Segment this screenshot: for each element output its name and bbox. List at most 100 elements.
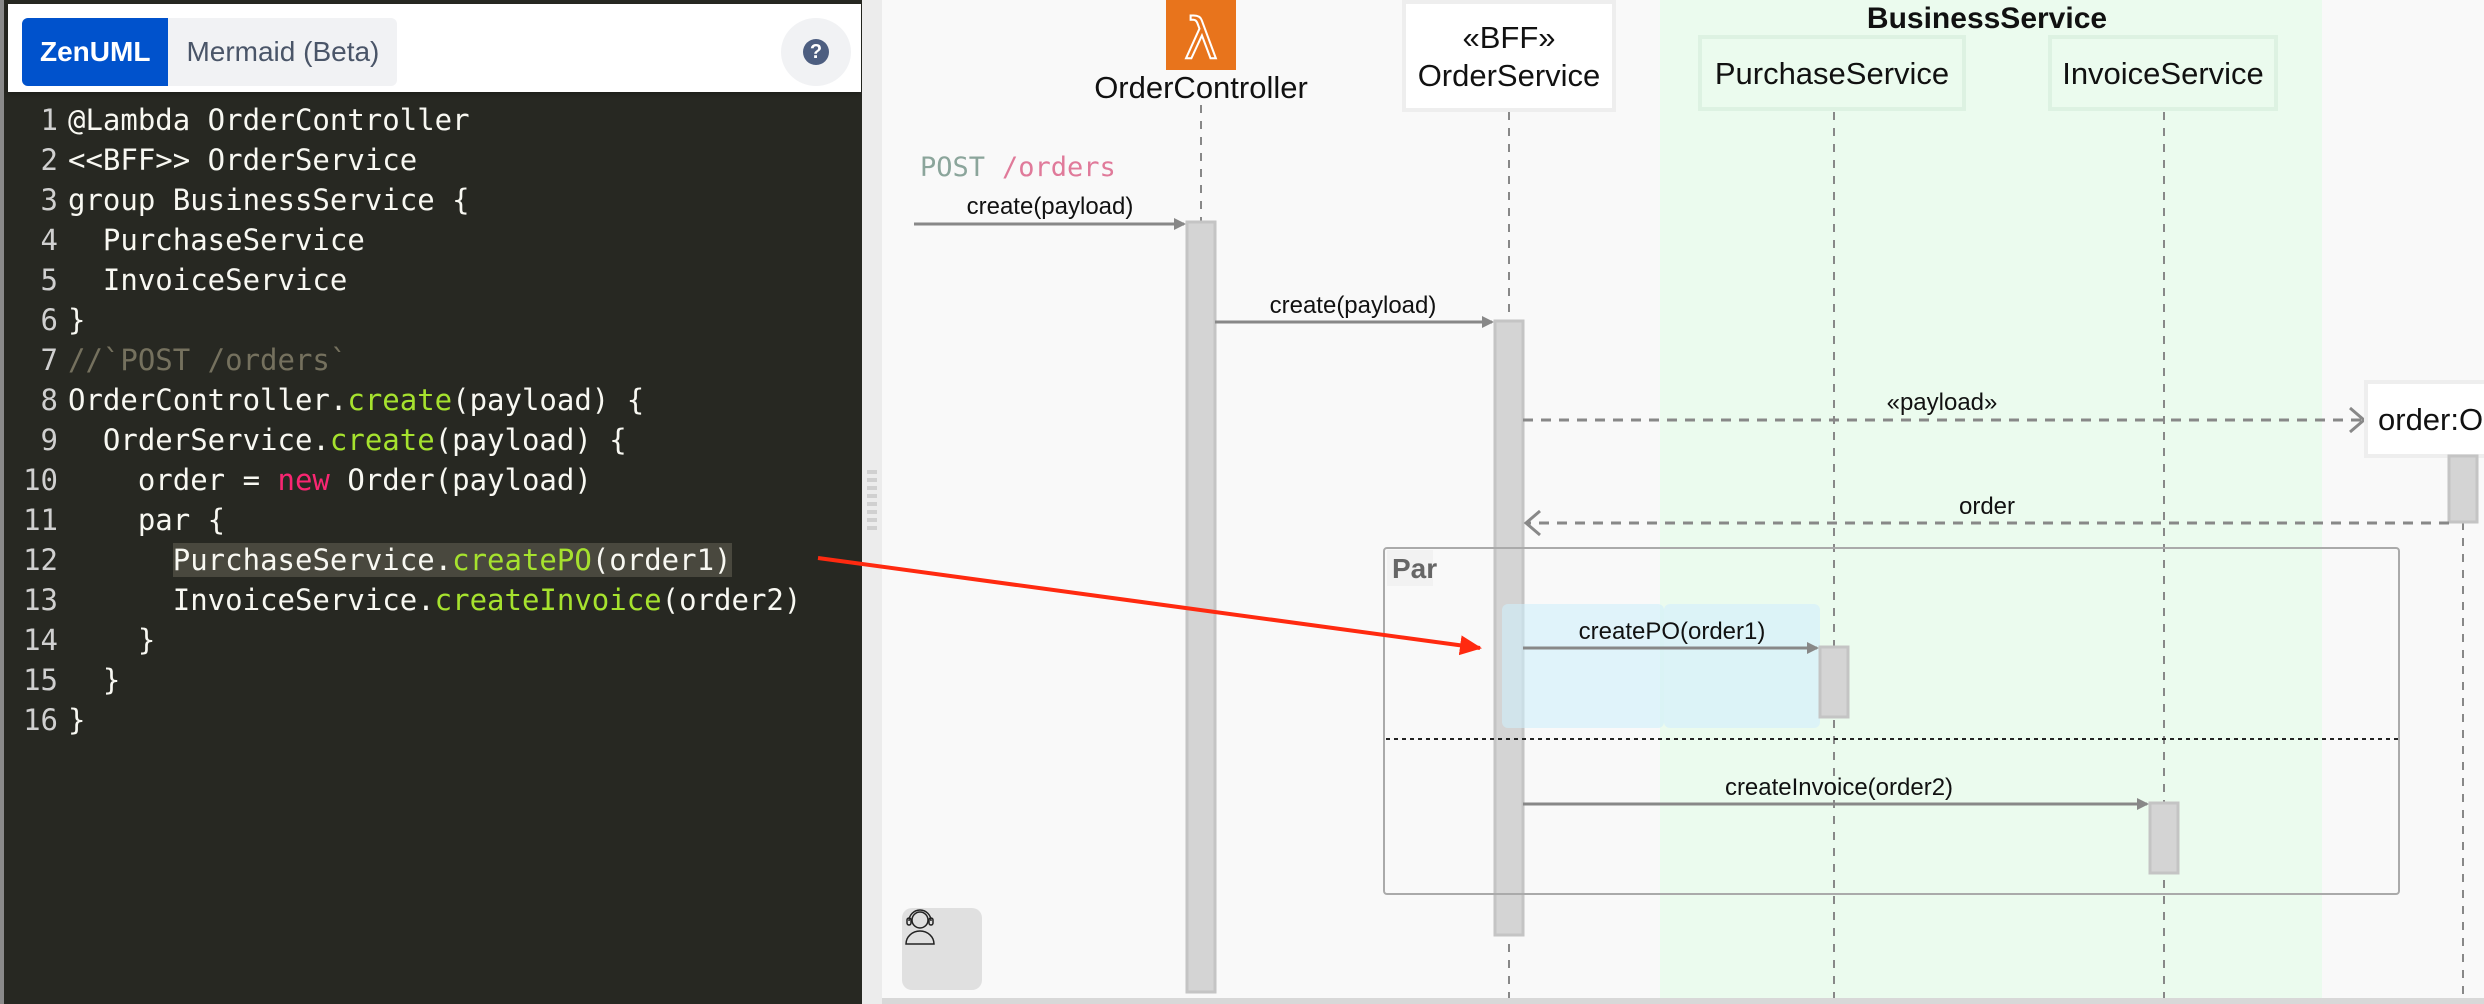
code-line[interactable]: 12 PurchaseService.createPO(order1) [8, 540, 862, 580]
code-line[interactable]: 11 par { [8, 500, 862, 540]
code-token: PurchaseService [68, 223, 365, 257]
lambda-glyph: λ [1184, 7, 1217, 72]
line-number: 16 [23, 703, 58, 737]
participant-invoice-service-label: InvoiceService [2062, 56, 2264, 91]
participant-order-service-label: OrderService [1418, 58, 1601, 93]
message-label-createpo[interactable]: createPO(order1) [1579, 618, 1766, 645]
message-label-2[interactable]: create(payload) [1270, 292, 1437, 319]
message-label-create[interactable]: «payload» [1887, 389, 1998, 416]
message-label-createinvoice[interactable]: createInvoice(order2) [1725, 774, 1953, 801]
code-token: (order1) [591, 543, 732, 577]
code-text: OrderService.create(payload) { [68, 420, 627, 460]
code-token: OrderController. [68, 383, 348, 417]
code-token: (order2) [661, 583, 802, 617]
group-business-service [1660, 0, 2322, 1004]
code-text: group BusinessService { [68, 180, 470, 220]
line-number: 13 [23, 583, 58, 617]
code-token: Order(payload) [329, 463, 592, 497]
line-number: 4 [40, 223, 58, 257]
code-line[interactable]: 1@Lambda OrderController [8, 100, 862, 140]
code-token: <<BFF>> OrderService [68, 143, 418, 177]
participant-order[interactable] [2364, 380, 2484, 458]
resize-divider[interactable] [862, 0, 882, 1004]
code-line[interactable]: 10 order = new Order(payload) [8, 460, 862, 500]
code-token: } [68, 703, 86, 737]
code-line[interactable]: 14 } [8, 620, 862, 660]
group-label: BusinessService [1867, 2, 2107, 35]
code-text: InvoiceService [68, 260, 347, 300]
code-token: (payload) { [434, 423, 627, 457]
help-button[interactable]: ? [781, 18, 851, 86]
activation-invoice [2148, 801, 2180, 875]
code-line[interactable]: 8 OrderController.create(payload) { [8, 380, 862, 420]
sequence-diagram: BusinessService λ OrderController «BFF» … [882, 0, 2484, 1004]
line-number: 2 [40, 143, 58, 177]
toolbar: ZenUML Mermaid (Beta) ? [8, 4, 861, 92]
code-token: } [68, 303, 86, 337]
code-line[interactable]: 3 group BusinessService { [8, 180, 862, 220]
return-arrowhead [1523, 509, 1541, 537]
participant-order-controller[interactable]: OrderController [1094, 70, 1308, 105]
line-number: 3 [40, 183, 58, 217]
code-line[interactable]: 5 InvoiceService [8, 260, 862, 300]
code-line[interactable]: 9 OrderService.create(payload) { [8, 420, 862, 460]
code-line[interactable]: 4 PurchaseService [8, 220, 862, 260]
tab-group: ZenUML Mermaid (Beta) [22, 18, 398, 86]
code-token: create [347, 383, 453, 417]
question-circle-icon: ? [803, 39, 829, 65]
code-line[interactable]: 16} [8, 700, 862, 740]
code-line[interactable]: 6} [8, 300, 862, 340]
return-label[interactable]: order [1959, 493, 2015, 520]
bottom-border [882, 998, 2484, 1004]
code-line[interactable]: 7 //`POST /orders` [8, 340, 862, 380]
support-button[interactable] [902, 908, 982, 990]
code-token: InvoiceService [68, 263, 348, 297]
code-text: } [68, 620, 155, 660]
line-number: 14 [23, 623, 58, 657]
drag-handle-icon[interactable] [867, 470, 877, 530]
headset-support-icon [905, 909, 935, 945]
code-token: //`POST /orders` [68, 343, 348, 377]
code-line[interactable]: 2 <<BFF>> OrderService [8, 140, 862, 180]
code-text: } [68, 300, 85, 340]
line-number: 6 [40, 303, 58, 337]
line-number: 10 [23, 463, 58, 497]
line-number: 15 [23, 663, 58, 697]
participant-purchase-service[interactable] [1698, 35, 1966, 111]
code-token: createPO [452, 543, 592, 577]
code-text: @Lambda OrderController [68, 100, 470, 140]
participant-order-service[interactable] [1402, 0, 1616, 112]
code-text: InvoiceService.createInvoice(order2) [68, 580, 802, 620]
code-text: OrderController.create(payload) { [68, 380, 644, 420]
line-number: 7 [40, 343, 58, 377]
line-number: 12 [23, 543, 58, 577]
fragment-label: Par [1392, 553, 1437, 584]
code-line[interactable]: 13 InvoiceService.createInvoice(order2) [8, 580, 862, 620]
code-line[interactable]: 15 } [8, 660, 862, 700]
code-text: <<BFF>> OrderService [68, 140, 417, 180]
message-label-1[interactable]: create(payload) [967, 193, 1134, 220]
code-text: } [68, 660, 120, 700]
highlight-region-2 [1664, 604, 1820, 728]
code-token: order = [68, 463, 278, 497]
stereotype-label: «BFF» [1462, 20, 1555, 55]
code-token: par { [68, 503, 226, 537]
code-token: createInvoice [434, 583, 662, 617]
code-text: order = new Order(payload) [68, 460, 592, 500]
tab-zenuml[interactable]: ZenUML [22, 18, 169, 86]
fragment-par [1383, 547, 2400, 895]
line-number: 8 [40, 383, 58, 417]
code-token: create [329, 423, 435, 457]
activation-order [2447, 454, 2479, 524]
code-text: par { [68, 500, 225, 540]
code-token: } [68, 663, 121, 697]
activation-purchase [1818, 645, 1850, 719]
code-token: new [277, 463, 330, 497]
comment-method: POST [920, 152, 985, 183]
code-token: } [68, 623, 156, 657]
highlight-region [1502, 604, 1664, 728]
tab-mermaid[interactable]: Mermaid (Beta) [186, 36, 380, 67]
participant-invoice-service[interactable] [2048, 35, 2278, 111]
code-text: PurchaseService.createPO(order1) [68, 540, 732, 580]
